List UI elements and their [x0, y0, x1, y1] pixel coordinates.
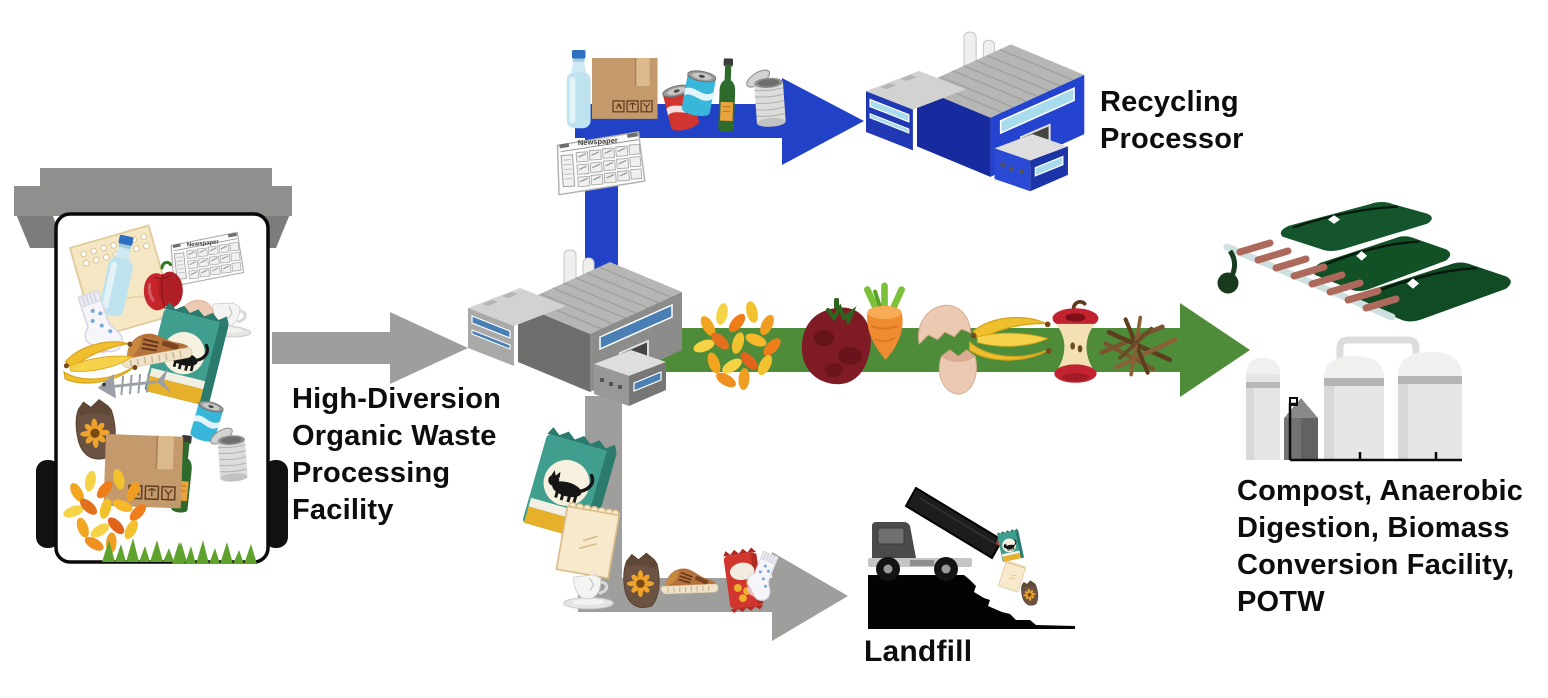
aeration-branch-pipes [1236, 239, 1400, 312]
bottom-pipe [1290, 452, 1462, 462]
shoe-icon [660, 567, 719, 595]
newspaper-masthead-text: Newspaper [578, 136, 619, 148]
anaerobic-digester-tanks-icon [1246, 336, 1462, 462]
organics-destination-label: Compost, Anaerobic Digestion, Biomass Co… [1237, 475, 1524, 618]
dump-truck-landfill-icon [868, 486, 1075, 629]
wine-bottle-icon [717, 57, 737, 133]
landfill-label: Landfill [864, 635, 973, 668]
digester-tank [1324, 356, 1384, 460]
organics-arrow [655, 303, 1250, 397]
cart-wheel-left [36, 460, 60, 548]
pet-food-bag-icon [996, 527, 1025, 563]
cardboard-box-icon [591, 57, 659, 120]
mixed-waste-arrow [272, 312, 468, 384]
recycling-processor-icon [864, 31, 1086, 193]
covered-compost-windrows-icon [1217, 200, 1513, 323]
seed-bag-icon [1019, 579, 1040, 607]
blower-pipe [1227, 249, 1238, 277]
processing-facility-label: High-Diversion Organic Waste Processing … [292, 383, 502, 526]
plastic-bottle-icon [566, 50, 591, 129]
recycling-processor-label: Recycling Processor [1100, 86, 1244, 155]
feed-silo [1246, 358, 1280, 460]
feed-hopper [1284, 397, 1318, 460]
blower-icon [1217, 272, 1239, 294]
autumn-leaves-icon [691, 299, 784, 391]
seed-bag-icon [623, 552, 660, 609]
residuals-items [520, 424, 785, 614]
mixed-waste-cart-icon [14, 168, 292, 564]
falling-trash [996, 527, 1040, 607]
rotten-tomato-icon [799, 296, 873, 387]
paper-envelope-icon [555, 500, 621, 580]
newspaper-masthead-text: Newspaper [187, 239, 220, 248]
landfill-hill [868, 575, 1075, 629]
cart-wheel-right [264, 460, 288, 548]
digester-tank [1398, 352, 1462, 460]
dump-truck-icon [868, 486, 1004, 581]
